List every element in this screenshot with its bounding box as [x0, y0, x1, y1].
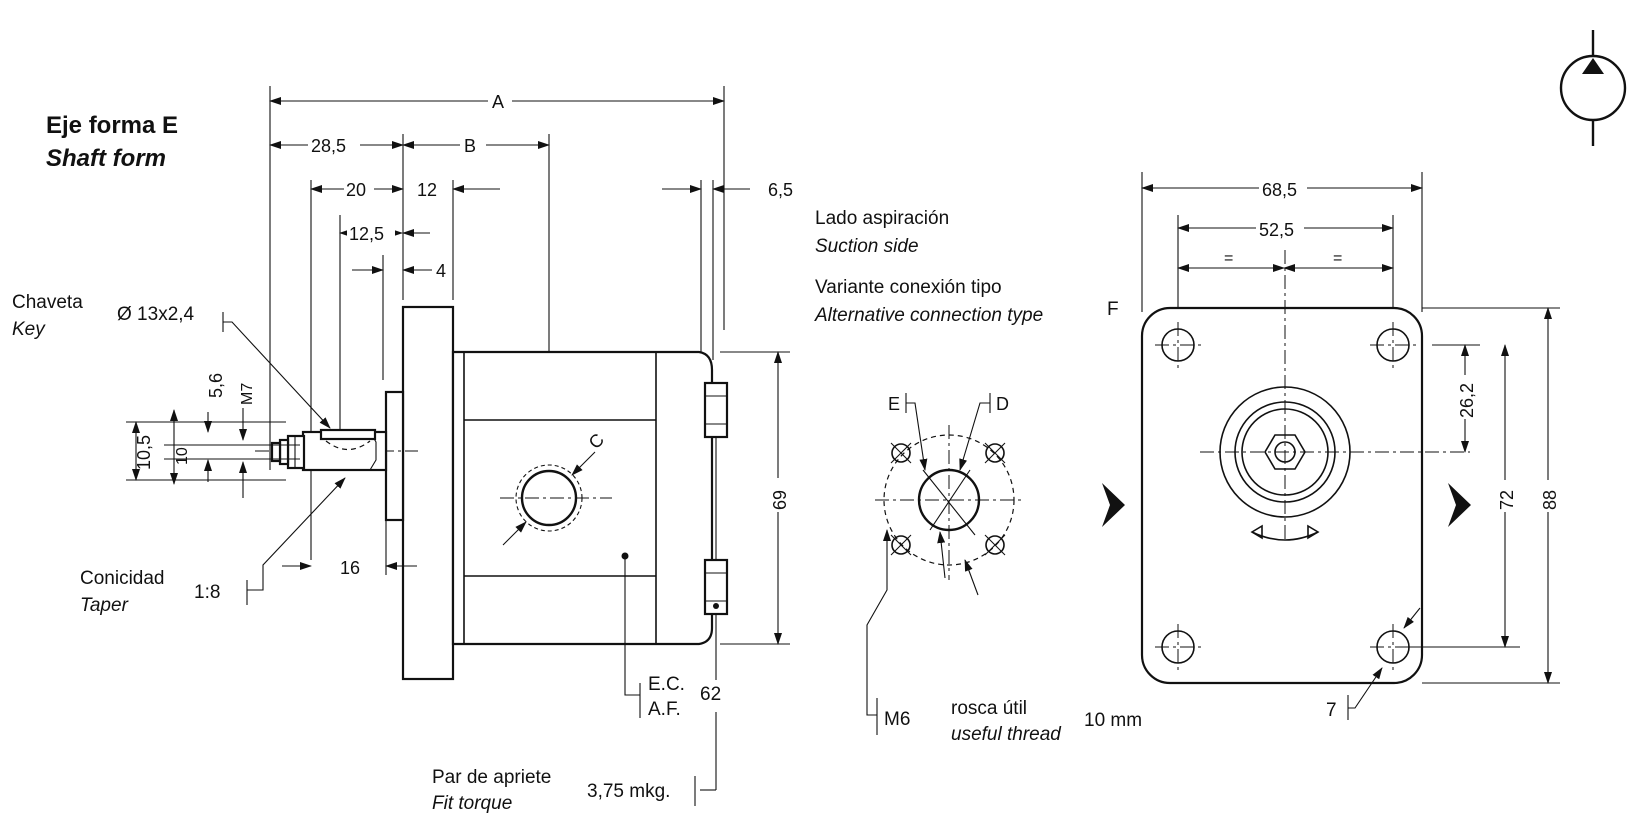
torque-label-es: Par de apriete	[432, 767, 551, 788]
mounting-flange	[401, 305, 455, 681]
equal-right: =	[1333, 250, 1342, 267]
key	[319, 428, 377, 441]
suction-label-es: Lado aspiración	[815, 208, 949, 229]
key-size: Ø 13x2,4	[117, 304, 195, 325]
dim-6-5: 6,5	[768, 180, 793, 200]
rotation-arrow	[1251, 531, 1319, 541]
dim-M7: M7	[239, 383, 256, 405]
dim-52-5: 52,5	[1259, 220, 1294, 240]
title-block: Eje forma E Shaft form	[46, 112, 178, 172]
variant-label-en: Alternative connection type	[814, 305, 1043, 326]
flow-arrow-in-icon	[1102, 483, 1125, 527]
dim-62: 62	[700, 684, 721, 705]
dim-72: 72	[1497, 490, 1517, 510]
taper-label-es: Conicidad	[80, 568, 165, 589]
thread-M6: M6	[884, 709, 910, 730]
dim-10: 10	[174, 447, 191, 465]
shaft	[270, 428, 388, 472]
thread-hole-tl	[890, 442, 912, 464]
taper-label-en: Taper	[80, 595, 129, 616]
af-label: A.F.	[648, 699, 681, 720]
thread-length: 10 mm	[1084, 710, 1142, 731]
connection-detail-view: E D M6 rosca útil useful thread 10 mm	[866, 393, 1142, 745]
label-D: D	[996, 394, 1009, 414]
torque-value: 3,75 mkg.	[587, 781, 670, 802]
dim-B: B	[464, 136, 476, 156]
taper-ratio: 1:8	[194, 582, 220, 603]
thread-label-es: rosca útil	[951, 698, 1027, 719]
dim-A: A	[492, 92, 504, 112]
thread-label-en: useful thread	[951, 724, 1062, 745]
suction-label-en: Suction side	[815, 236, 919, 257]
key-label-en: Key	[12, 319, 46, 340]
shaft-nut	[286, 434, 306, 470]
thread-hole-bl	[890, 534, 912, 556]
ec-label: E.C.	[648, 674, 685, 695]
dim-20: 20	[346, 180, 366, 200]
key-label-es: Chaveta	[12, 292, 83, 313]
bolt-top	[703, 381, 729, 560]
dim-4: 4	[436, 261, 446, 281]
shaft-center	[1200, 250, 1470, 540]
dim-26-2: 26,2	[1457, 383, 1477, 418]
equal-left: =	[1224, 250, 1233, 267]
thread-hole-br	[984, 534, 1006, 556]
thread-hole-tr	[984, 442, 1006, 464]
mount-hole-tr	[1370, 322, 1416, 368]
dim-88: 88	[1540, 490, 1560, 510]
dim-12-5: 12,5	[349, 224, 384, 244]
side-view: A 28,5 B 20 12 12,5 4 6,5	[12, 86, 793, 814]
dim-12: 12	[417, 180, 437, 200]
dim-69: 69	[770, 490, 790, 510]
dim-68-5: 68,5	[1262, 180, 1297, 200]
variant-label-es: Variante conexión tipo	[815, 277, 1002, 298]
dim-7: 7	[1326, 700, 1337, 721]
dim-28-5: 28,5	[311, 136, 346, 156]
label-E: E	[888, 394, 900, 414]
dim-10-5: 10,5	[134, 435, 154, 470]
dim-16: 16	[340, 558, 360, 578]
title-en: Shaft form	[46, 145, 166, 172]
bolt-bottom	[703, 558, 729, 616]
centering-spigot	[384, 390, 405, 522]
dim-5-6: 5,6	[206, 373, 226, 398]
mount-hole-bl	[1155, 624, 1201, 670]
flow-arrow-out-icon	[1448, 483, 1471, 527]
front-view: 68,5 52,5 = =	[1102, 172, 1560, 721]
suction-side-labels: Lado aspiración Suction side Variante co…	[814, 208, 1119, 326]
pump-symbol-icon	[1559, 30, 1627, 146]
title-es: Eje forma E	[46, 112, 178, 139]
variant-type-F: F	[1107, 299, 1119, 320]
mount-hole-tl	[1155, 322, 1201, 368]
torque-label-en: Fit torque	[432, 793, 512, 814]
